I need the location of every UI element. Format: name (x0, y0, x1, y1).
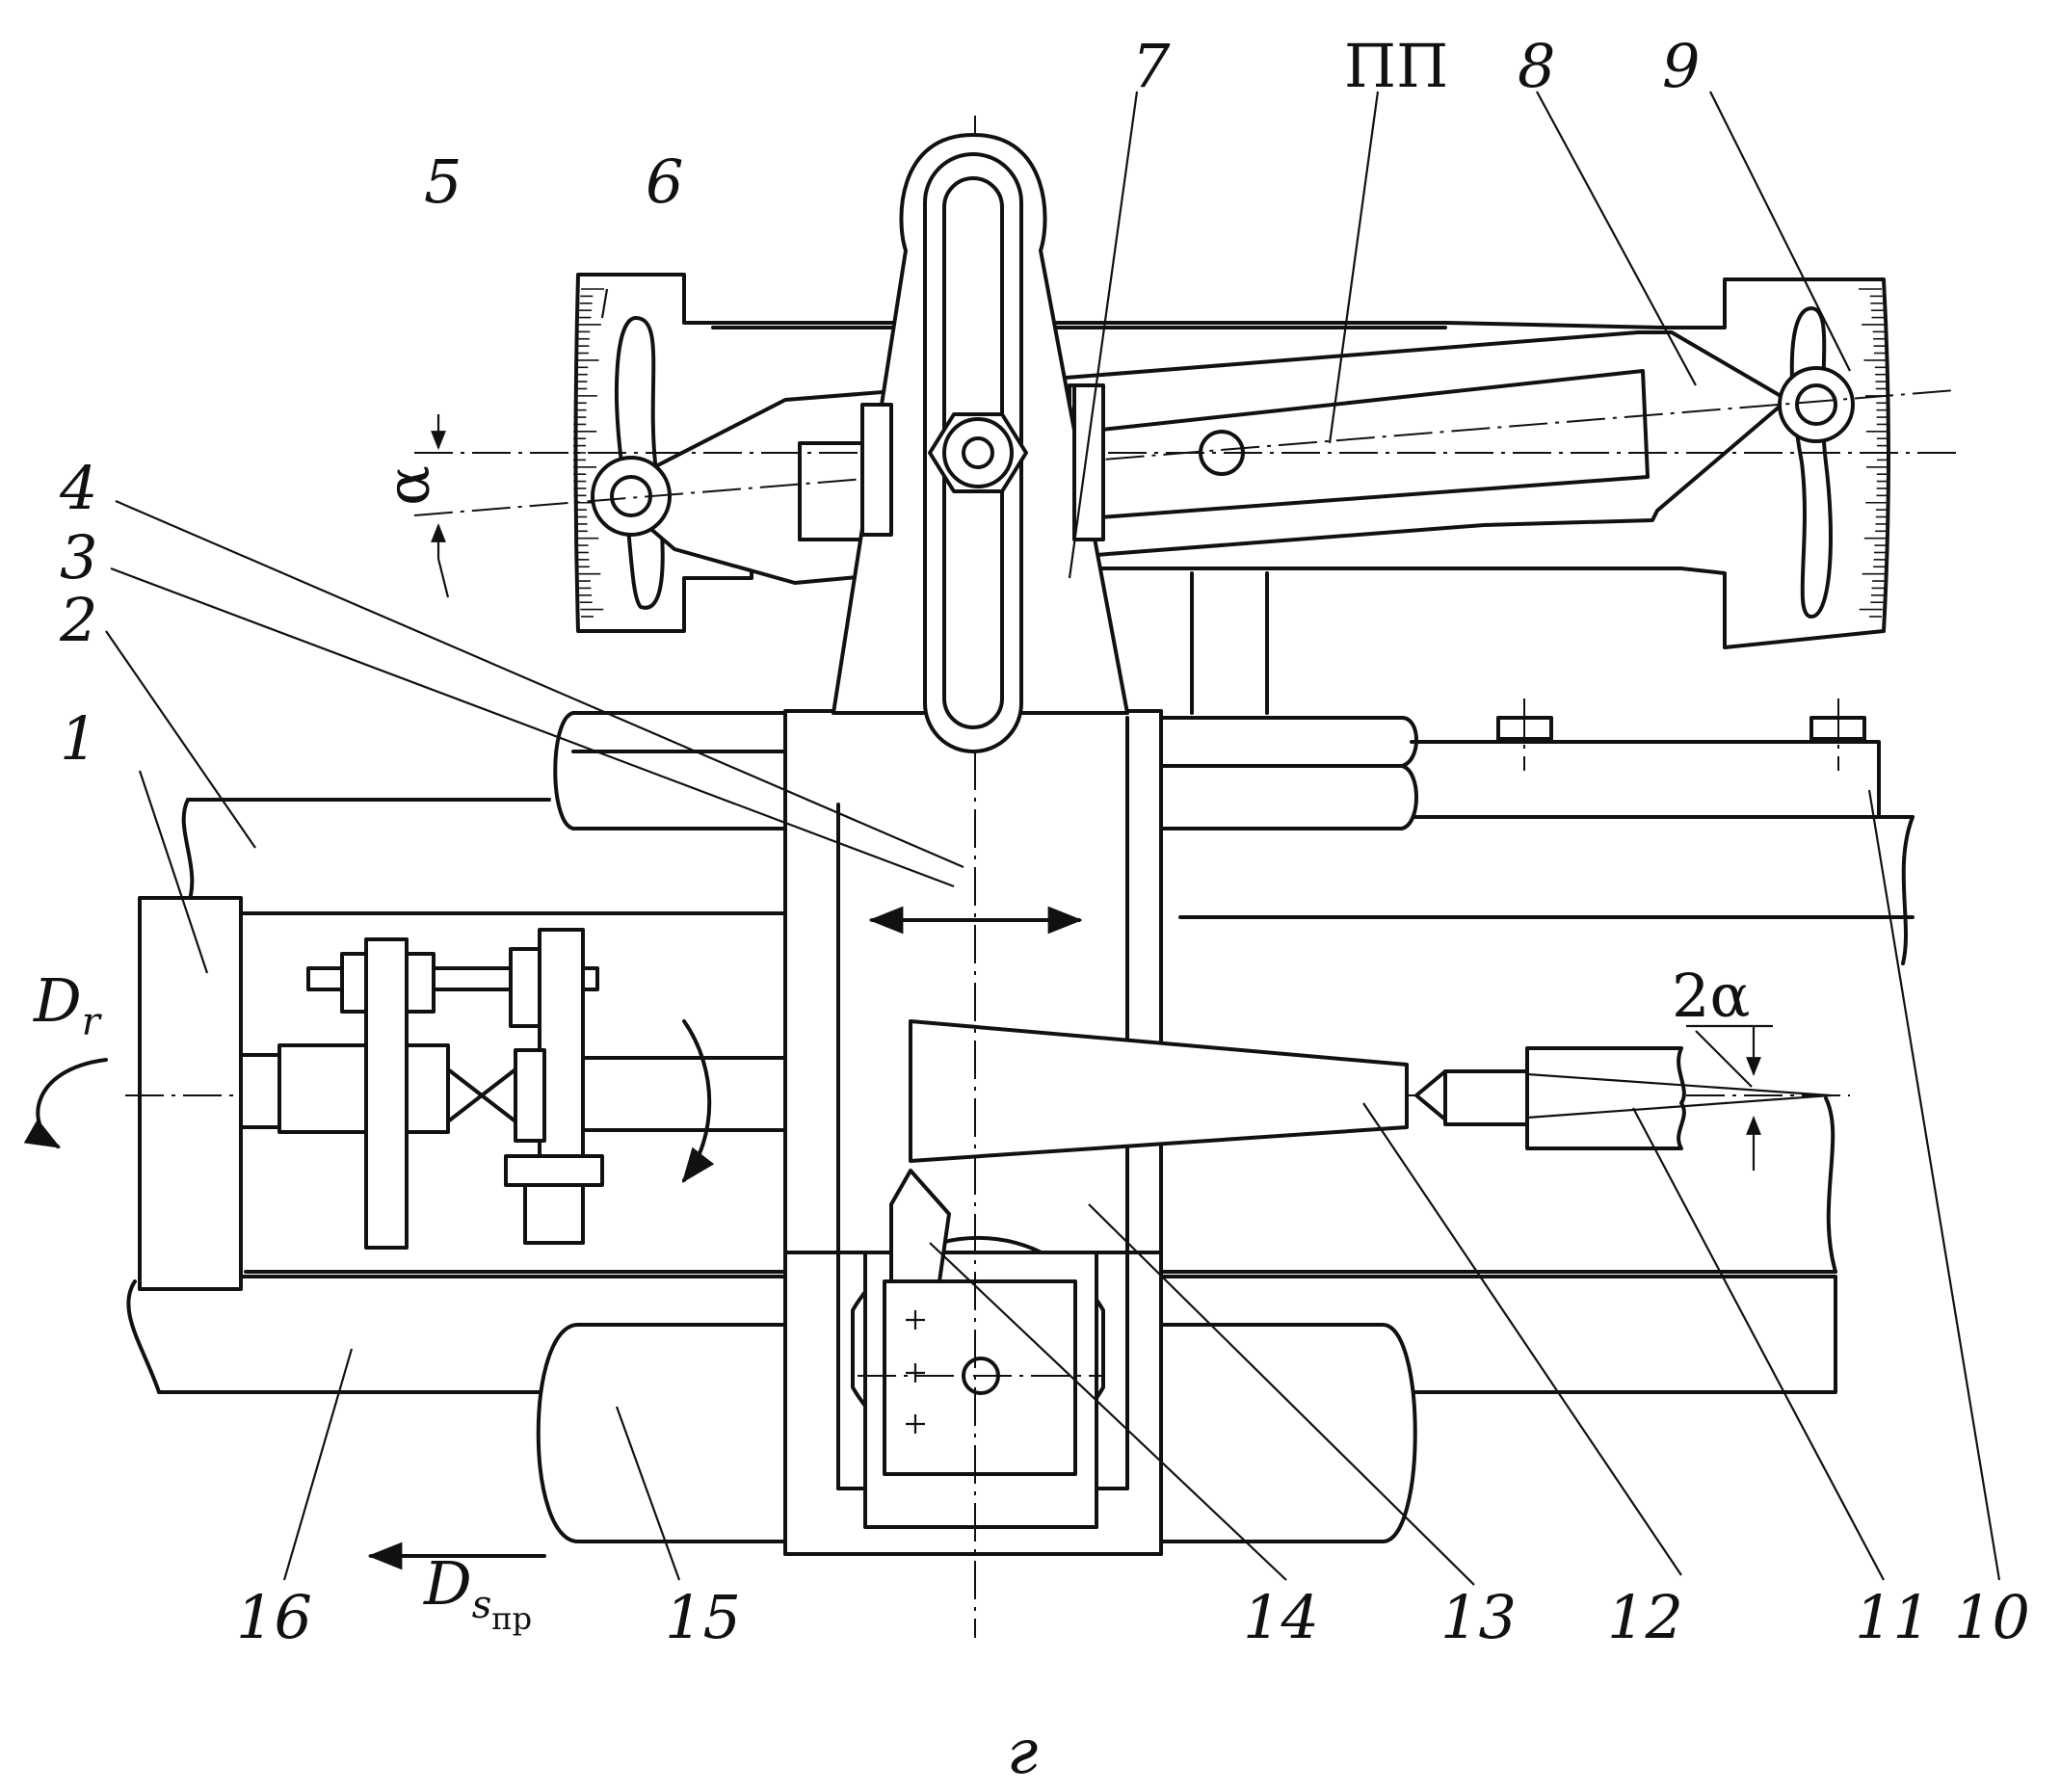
headstock (138, 896, 243, 1291)
label-pp: ПП (1344, 31, 1448, 101)
tapered-workpiece (909, 1019, 1409, 1163)
label-8: 8 (1518, 31, 1555, 101)
label-6: 6 (646, 146, 683, 217)
right-guide-bars (1159, 698, 1881, 830)
label-alpha: α (373, 465, 443, 506)
label-1: 1 (60, 703, 97, 774)
label-2: 2 (59, 585, 97, 655)
dr-rotation-arrow (23, 1058, 108, 1148)
label-dr-sub: r (82, 1000, 103, 1044)
rotation-arrow (681, 1019, 715, 1183)
label-10: 10 (1954, 1582, 2030, 1652)
alpha-dimension (431, 414, 450, 598)
figure-caption: г (1007, 1717, 1038, 1788)
label-13: 13 (1440, 1582, 1517, 1652)
left-guide-bar (553, 711, 787, 830)
label-11: 11 (1855, 1582, 1931, 1652)
label-dr: Dr (33, 965, 103, 1044)
label-15: 15 (665, 1582, 741, 1652)
drive-dog (239, 928, 604, 1250)
label-5: 5 (424, 146, 462, 217)
label-4: 4 (59, 453, 97, 523)
label-two-alpha: 2α (1672, 961, 1750, 1031)
label-ds-sub2: пр (491, 1600, 532, 1637)
label-dr-main: D (33, 965, 82, 1036)
copy-attachment (413, 273, 1957, 715)
label-7: 7 (1132, 31, 1171, 101)
label-3: 3 (60, 522, 97, 593)
label-12: 12 (1607, 1582, 1683, 1652)
copy-lever (832, 133, 1129, 753)
label-ds-sub1: s (472, 1583, 492, 1627)
label-9: 9 (1662, 31, 1700, 101)
two-alpha-dimension (1686, 1024, 1773, 1171)
label-16: 16 (236, 1582, 312, 1652)
tool-post (851, 1169, 1105, 1529)
label-ds-main: D (423, 1548, 472, 1619)
leader-lines (105, 91, 2001, 1586)
label-14: 14 (1243, 1582, 1319, 1652)
tailstock-center (1414, 1046, 1832, 1150)
label-ds: Dsпр (423, 1548, 532, 1637)
